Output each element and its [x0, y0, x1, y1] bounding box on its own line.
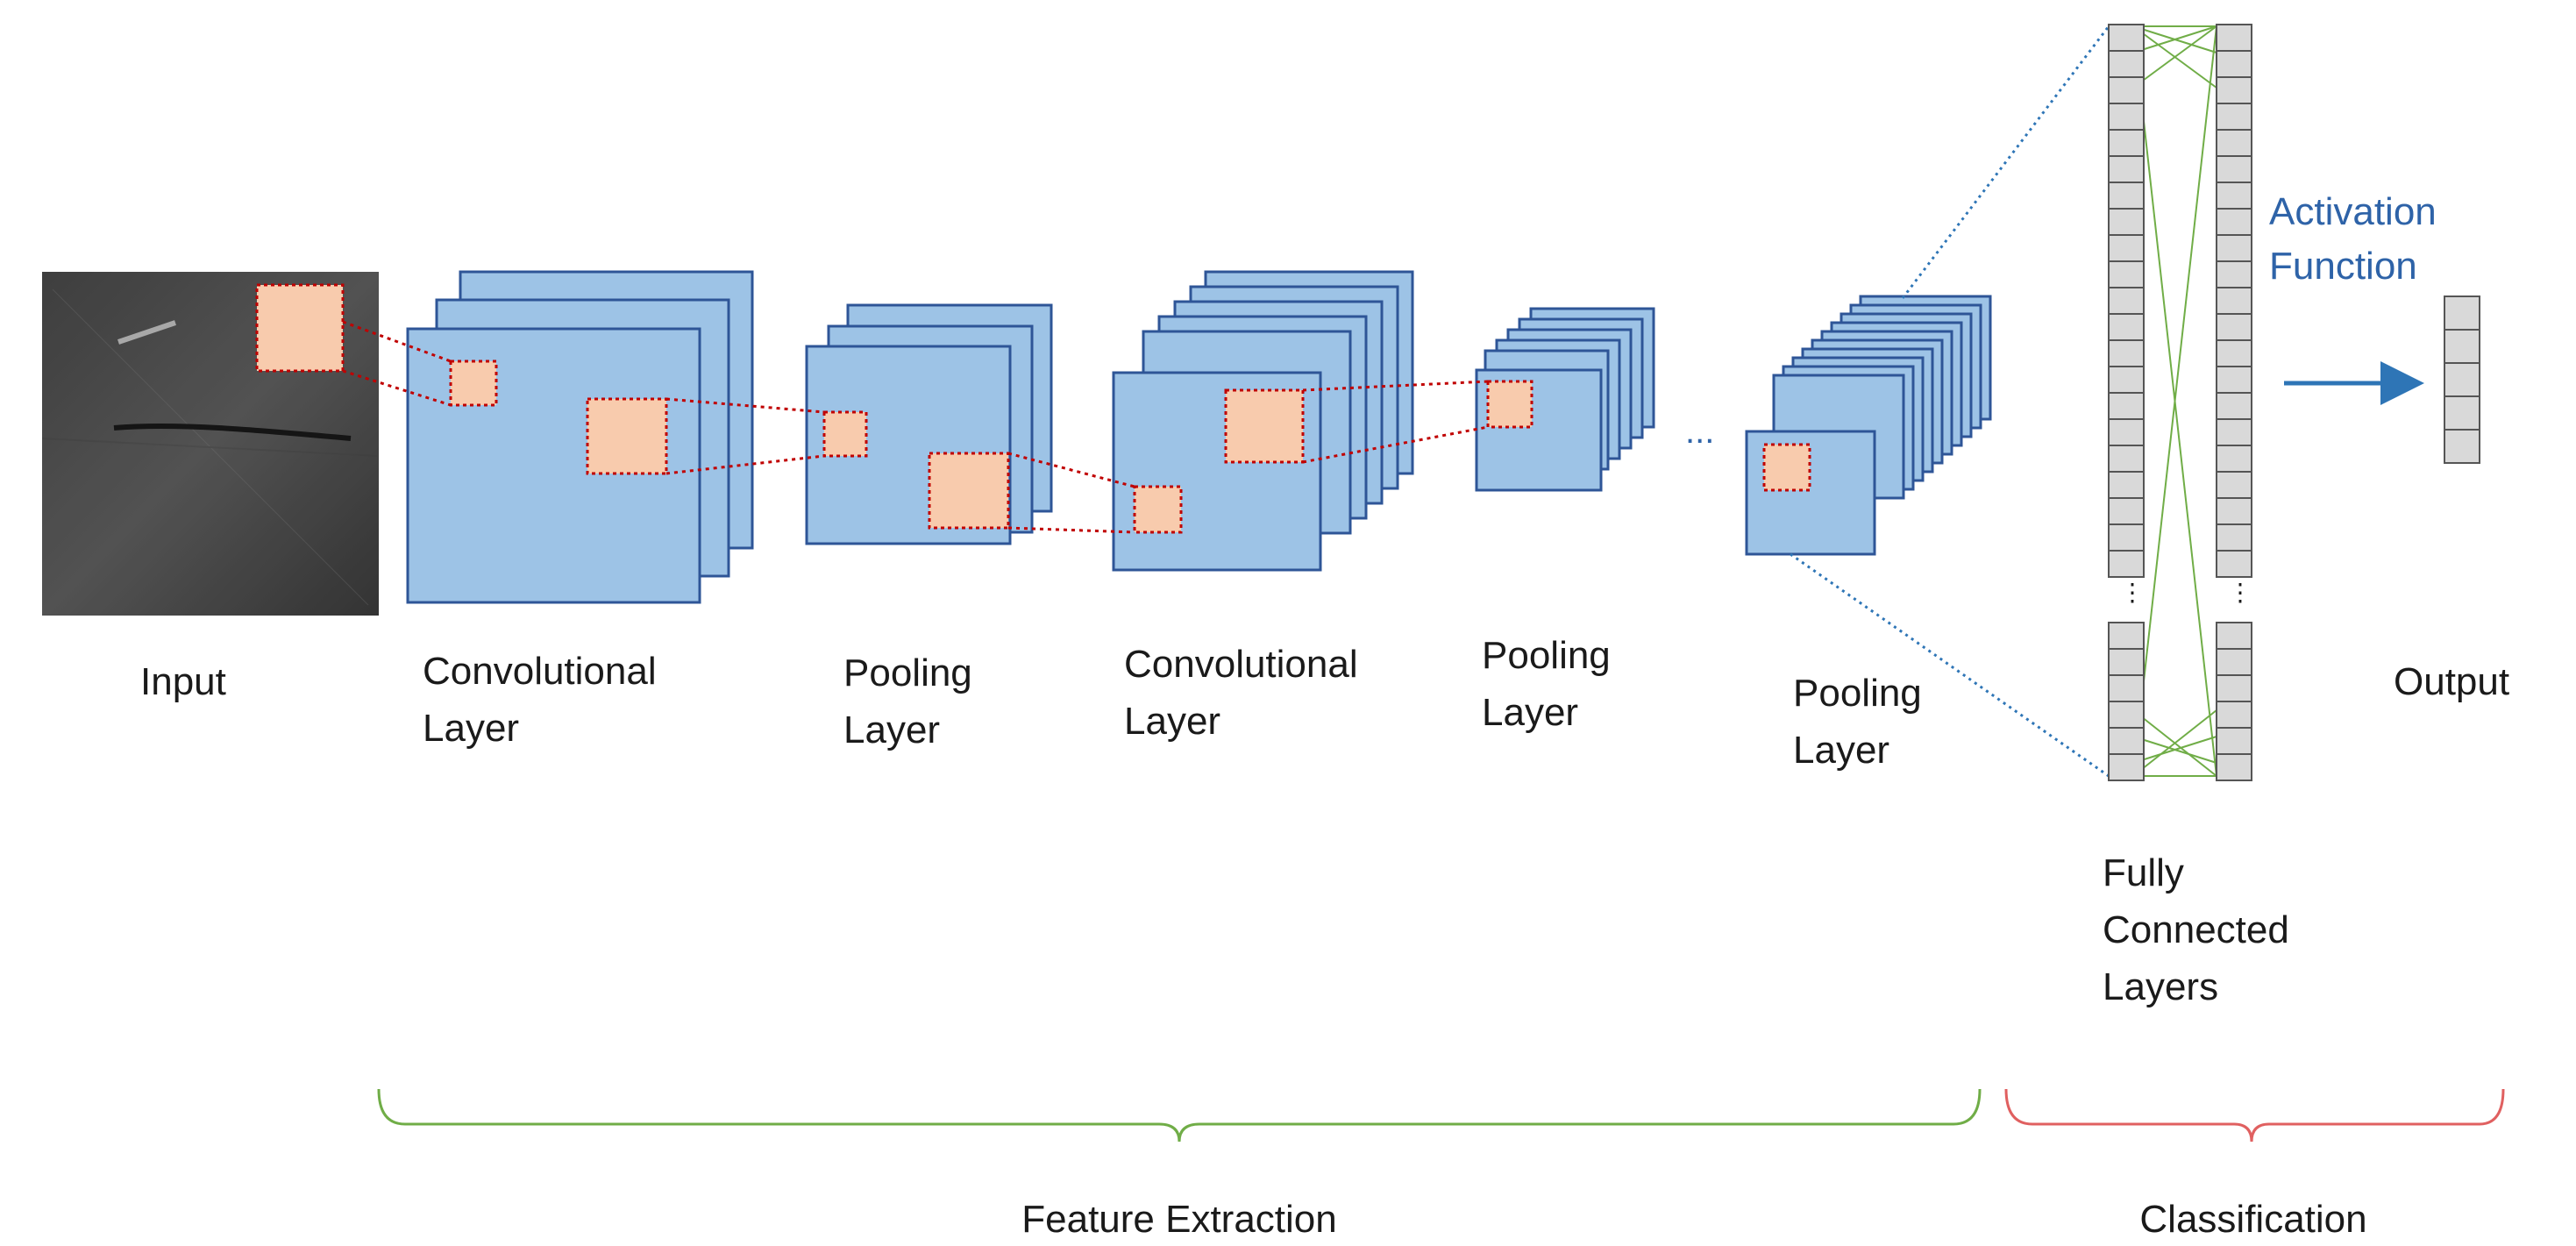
- conv2-label-line-1: Convolutional: [1124, 643, 1358, 686]
- pool1-large-field: [928, 452, 1010, 530]
- pool2-label-line-1: Pooling: [1482, 634, 1611, 677]
- feature-extraction-label: Feature Extraction: [1021, 1198, 1337, 1241]
- classification-bracket: [2004, 1088, 2505, 1143]
- pool3-label-line-1: Pooling: [1793, 672, 1922, 715]
- conv2-label: Convolutional Layer: [1124, 643, 1369, 743]
- conv-layer-2-maps: [1112, 270, 1414, 572]
- output-vector: [2444, 295, 2480, 464]
- pool2-label: Pooling Layer: [1482, 634, 1621, 734]
- conv1-label: Convolutional Layer: [423, 650, 667, 750]
- input-label: Input: [140, 660, 226, 703]
- fc-label-line-2: Connected: [2103, 908, 2289, 951]
- pool3-label: Pooling Layer: [1793, 672, 1932, 772]
- conv2-label-line-2: Layer: [1124, 700, 1220, 743]
- pool1-label: Pooling Layer: [843, 651, 983, 751]
- conv1-label-line-1: Convolutional: [423, 650, 657, 693]
- conv1-small-field: [449, 360, 498, 407]
- output-label: Output: [2394, 660, 2509, 703]
- input-receptive-field: [255, 283, 345, 373]
- feature-extraction-bracket: [377, 1088, 1982, 1143]
- ellipsis-dots: ...: [1685, 412, 1714, 451]
- input-image: [41, 272, 379, 616]
- conv-layer-1-maps: [406, 270, 754, 604]
- activation-line-2: Function: [2269, 245, 2417, 288]
- activation-line-1: Activation: [2269, 190, 2437, 233]
- fc-column-1: [2108, 24, 2145, 781]
- road-marking: [117, 320, 176, 345]
- pool1-label-line-2: Layer: [843, 708, 940, 751]
- road-crack: [113, 423, 352, 441]
- pool3-field: [1762, 443, 1811, 492]
- fc-column-2: [2216, 24, 2252, 781]
- pool-layer-3-maps: [1745, 295, 1992, 556]
- pool1-small-field: [822, 410, 868, 458]
- activation-function-label: Activation Function: [2269, 190, 2447, 288]
- fc-green-connections: [2132, 25, 2217, 777]
- pool1-label-line-1: Pooling: [843, 651, 972, 694]
- classification-label: Classification: [2139, 1198, 2366, 1241]
- fc-label-line-1: Fully: [2103, 851, 2184, 894]
- fc-label-line-3: Layers: [2103, 965, 2218, 1008]
- fc-column-1-vdots: ⋮: [2120, 579, 2145, 606]
- conv2-small-field: [1133, 485, 1183, 534]
- pool3-label-line-2: Layer: [1793, 729, 1889, 772]
- fc-projection-lines: [1790, 25, 2110, 778]
- pool2-label-line-2: Layer: [1482, 691, 1578, 734]
- fc-column-2-vdots: ⋮: [2228, 579, 2252, 606]
- conv1-label-line-2: Layer: [423, 707, 519, 750]
- pool2-field: [1486, 380, 1534, 429]
- pool-layer-1-maps: [805, 303, 1053, 545]
- fully-connected-label: Fully Connected Layers: [2103, 851, 2300, 1008]
- conv2-large-field: [1224, 388, 1305, 464]
- fully-connected-layers: ⋮ ⋮: [2108, 24, 2252, 781]
- conv1-large-field: [586, 397, 668, 475]
- receptive-field-connections: [342, 320, 1489, 534]
- pool-layer-2-maps: [1475, 307, 1655, 492]
